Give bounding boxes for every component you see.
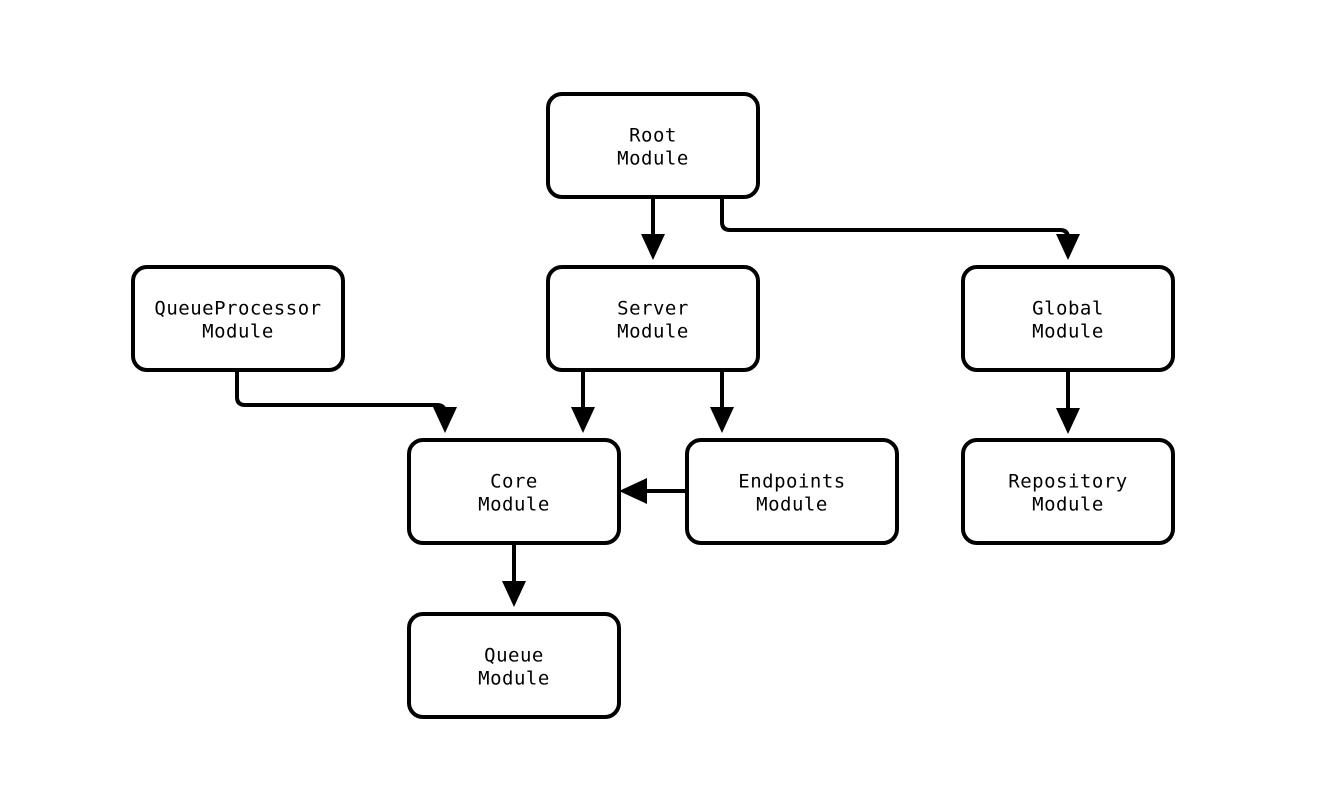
node-queue-module-box[interactable] (407, 612, 621, 719)
node-repository-module-label-line1: Repository (1008, 471, 1127, 493)
node-global-module[interactable]: Global Module (961, 265, 1175, 372)
node-server-module-box[interactable] (546, 265, 760, 372)
edge-queueprocessor-to-core (235, 370, 457, 433)
node-queueprocessor-module-box[interactable] (131, 265, 345, 372)
edge-endpoints-to-core-arrowhead (619, 478, 647, 504)
node-repository-module[interactable]: Repository Module (961, 438, 1175, 545)
node-global-module-label-line2: Module (1032, 321, 1104, 343)
node-repository-module-label-line2: Module (1032, 494, 1104, 516)
node-endpoints-module-box[interactable] (685, 438, 899, 545)
node-root-module[interactable]: Root Module (546, 92, 760, 199)
node-endpoints-module[interactable]: Endpoints Module (685, 438, 899, 545)
node-endpoints-module-label-line2: Module (756, 494, 828, 516)
edge-server-to-core-arrowhead (571, 407, 595, 433)
node-queueprocessor-module-label-line2: Module (202, 321, 274, 343)
edge-server-to-endpoints (710, 370, 734, 433)
node-queueprocessor-module-label-line1: QueueProcessor (154, 298, 321, 320)
edge-endpoints-to-core (619, 478, 687, 504)
node-core-module-label-line1: Core (490, 471, 538, 493)
edge-root-to-server-arrowhead (641, 234, 665, 260)
node-server-module-label-line1: Server (617, 298, 689, 320)
node-core-module[interactable]: Core Module (407, 438, 621, 545)
edge-root-to-global-arrowhead (1056, 234, 1080, 260)
node-repository-module-box[interactable] (961, 438, 1175, 545)
node-root-module-label-line2: Module (617, 148, 689, 170)
edge-root-to-global (720, 197, 1080, 260)
node-global-module-label-line1: Global (1032, 298, 1104, 320)
edge-core-to-queue-arrowhead (502, 581, 526, 607)
node-core-module-label-line2: Module (478, 494, 550, 516)
edge-queueprocessor-to-core-arrowhead (433, 407, 457, 433)
edge-root-to-global-line (720, 197, 1070, 241)
edge-queueprocessor-to-core-line (235, 370, 447, 415)
edge-root-to-server (641, 197, 665, 260)
node-server-module-label-line2: Module (617, 321, 689, 343)
edge-server-to-core (571, 370, 595, 433)
edge-core-to-queue (502, 543, 526, 607)
node-queue-module-label-line2: Module (478, 668, 550, 690)
node-queue-module[interactable]: Queue Module (407, 612, 621, 719)
edge-server-to-endpoints-arrowhead (710, 407, 734, 433)
node-queue-module-label-line1: Queue (484, 645, 544, 667)
edge-global-to-repository-arrowhead (1056, 408, 1080, 434)
edge-global-to-repository (1056, 370, 1080, 434)
node-endpoints-module-label-line1: Endpoints (738, 471, 845, 493)
node-server-module[interactable]: Server Module (546, 265, 760, 372)
node-root-module-box[interactable] (546, 92, 760, 199)
node-core-module-box[interactable] (407, 438, 621, 545)
node-global-module-box[interactable] (961, 265, 1175, 372)
node-root-module-label-line1: Root (629, 125, 677, 147)
node-queueprocessor-module[interactable]: QueueProcessor Module (131, 265, 345, 372)
